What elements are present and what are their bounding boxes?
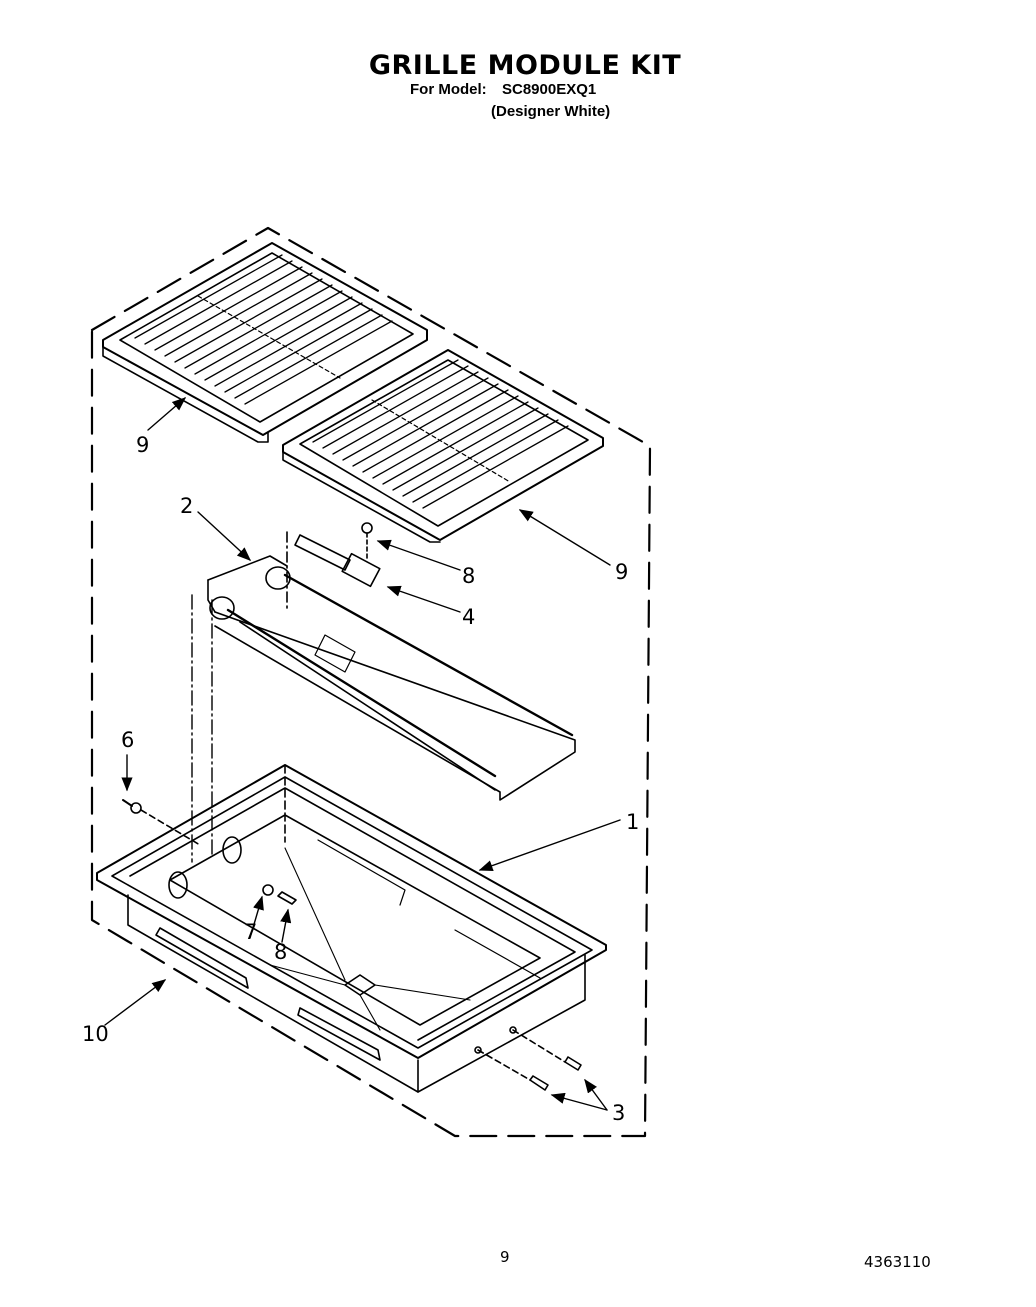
callout-7: 7 [244,920,258,944]
model-line: For Model: SC8900EXQ1 [410,81,596,98]
alignment-guides [191,594,213,863]
element-bracket-part [207,531,576,801]
callout-8-top: 8 [462,564,476,588]
grille-right-part [282,349,604,543]
document-number: 4363110 [864,1253,931,1271]
callout-2: 2 [180,494,194,518]
hardware [122,799,582,1091]
pan-part [96,764,607,1059]
callout-9-right: 9 [615,560,629,584]
callout-1: 1 [626,810,640,834]
callout-8-bottom: 8 [274,940,288,964]
page-title: GRILLE MODULE KIT [368,50,682,81]
model-number: SC8900EXQ1 [502,81,597,98]
grille-left-part [102,242,428,443]
callout-10: 10 [82,1022,109,1046]
housing-part [127,894,586,1093]
callout-3: 3 [612,1101,626,1125]
kit-boundary-dashed [90,226,652,1138]
callout-4: 4 [462,605,476,629]
model-variant: (Designer White) [491,103,611,120]
callout-9-left: 9 [136,433,150,457]
page-number: 9 [500,1248,510,1266]
leader-lines [104,397,621,1111]
model-label: For Model: [410,81,487,98]
callout-6: 6 [121,728,135,752]
terminal-part [294,522,381,588]
